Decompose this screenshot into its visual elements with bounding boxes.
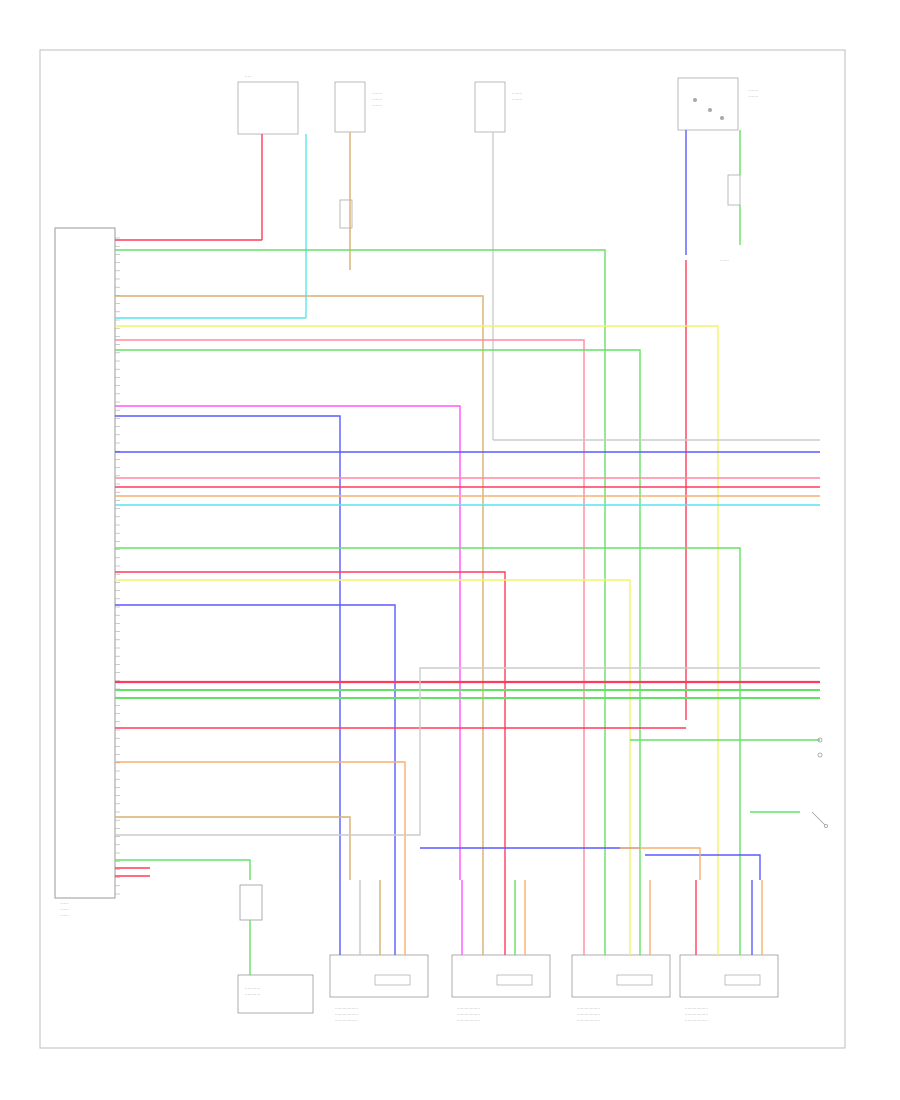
right-switch [811, 737, 828, 828]
top-wires [261, 130, 741, 720]
svg-text:··················: ·················· [457, 1018, 480, 1023]
svg-text:·······: ······· [60, 901, 69, 906]
svg-text:········: ········ [372, 91, 382, 96]
svg-text:··················: ·················· [685, 1012, 708, 1017]
svg-text:········: ········ [512, 91, 522, 96]
svg-text:··················: ·················· [685, 1006, 708, 1011]
ground-module: ············ ············ [237, 884, 314, 1014]
wire-w8 [115, 405, 461, 880]
module-drops [339, 880, 763, 955]
wire-w4 [115, 295, 484, 880]
svg-text:·······: ······· [60, 907, 69, 912]
svg-text:·······: ······· [720, 258, 729, 263]
wire-w6 [115, 339, 585, 880]
svg-text:··················: ·················· [335, 1012, 358, 1017]
svg-text:········: ········ [748, 94, 758, 99]
svg-text:·····: ····· [245, 74, 251, 79]
svg-text:··················: ·················· [335, 1018, 358, 1023]
svg-text:············: ············ [245, 986, 260, 991]
heater-unit-2: ·················· ·················· ··… [451, 954, 551, 1023]
svg-text:··················: ·················· [685, 1018, 708, 1023]
junction-a: ········ ········ ········ [334, 81, 382, 229]
fuse-top-mid: ········ ········ [474, 81, 522, 133]
control-unit: ······· ······· ······· [54, 227, 116, 918]
fuse-box-top: ····· [237, 74, 299, 135]
svg-text:··················: ·················· [577, 1006, 600, 1011]
svg-text:········: ········ [372, 97, 382, 102]
heater-unit-3: ·················· ·················· ··… [571, 954, 671, 1023]
svg-text:············: ············ [245, 992, 260, 997]
heater-unit-4: ·················· ·················· ··… [679, 954, 779, 1023]
diagram-frame [39, 49, 846, 1049]
svg-text:········: ········ [372, 103, 382, 108]
svg-text:··················: ·················· [457, 1006, 480, 1011]
wire-w10 [115, 761, 406, 880]
svg-text:·······: ······· [60, 913, 69, 918]
harness-wires [115, 239, 820, 880]
svg-text:··················: ·················· [577, 1018, 600, 1023]
wire-w9 [115, 415, 341, 880]
wire-w5 [115, 325, 719, 880]
heater-unit-1: ·················· ·················· ··… [329, 954, 429, 1023]
control-unit-pins [115, 237, 120, 895]
svg-text:··················: ·················· [457, 1012, 480, 1017]
transmission-switch: ········ ········ ······· [677, 77, 758, 263]
wire-w2 [115, 249, 606, 880]
svg-text:··················: ·················· [335, 1006, 358, 1011]
svg-text:········: ········ [512, 97, 522, 102]
svg-text:··················: ·················· [577, 1012, 600, 1017]
wire-w7 [115, 349, 641, 880]
svg-text:········: ········ [748, 88, 758, 93]
